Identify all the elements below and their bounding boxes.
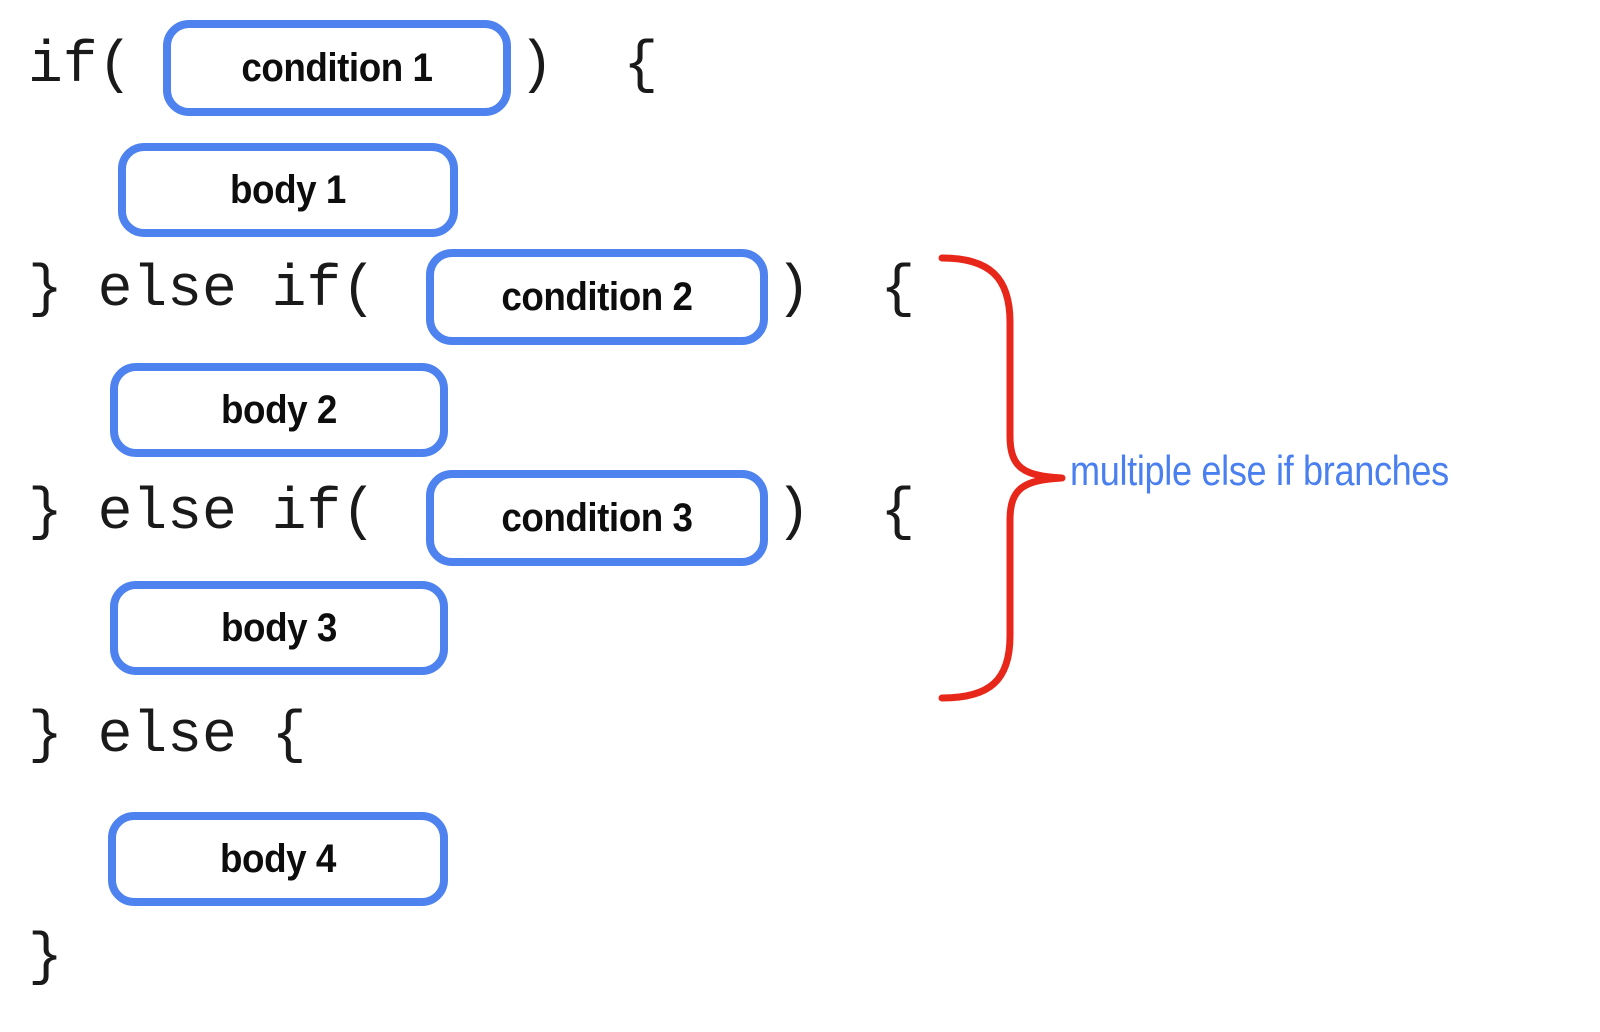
code-elseif-2: } else if( [28, 258, 377, 323]
box-body-3[interactable]: body 3 [110, 581, 448, 675]
box-body-2-label: body 2 [221, 387, 337, 432]
code-if-keyword: if( [28, 34, 133, 99]
box-body-3-label: body 3 [221, 605, 337, 650]
box-body-4-label: body 4 [220, 836, 336, 881]
box-condition-1[interactable]: condition 1 [163, 20, 511, 116]
box-condition-3[interactable]: condition 3 [426, 470, 768, 566]
box-body-4[interactable]: body 4 [108, 812, 448, 906]
box-body-2[interactable]: body 2 [110, 363, 448, 457]
box-condition-2[interactable]: condition 2 [426, 249, 768, 345]
brace-path [938, 254, 1066, 702]
code-elseif-2-close: ) { [776, 258, 916, 323]
code-end-brace: } [28, 926, 63, 991]
box-body-1-label: body 1 [230, 167, 346, 212]
box-body-1[interactable]: body 1 [118, 143, 458, 237]
code-else: } else { [28, 704, 307, 769]
code-elseif-3-close: ) { [776, 481, 916, 546]
annotation-multiple-else-if: multiple else if branches [1070, 447, 1449, 494]
box-condition-3-label: condition 3 [501, 495, 693, 540]
code-if-close: ) { [519, 34, 659, 99]
box-condition-2-label: condition 2 [501, 274, 693, 319]
box-condition-1-label: condition 1 [241, 45, 433, 90]
code-elseif-3: } else if( [28, 481, 377, 546]
